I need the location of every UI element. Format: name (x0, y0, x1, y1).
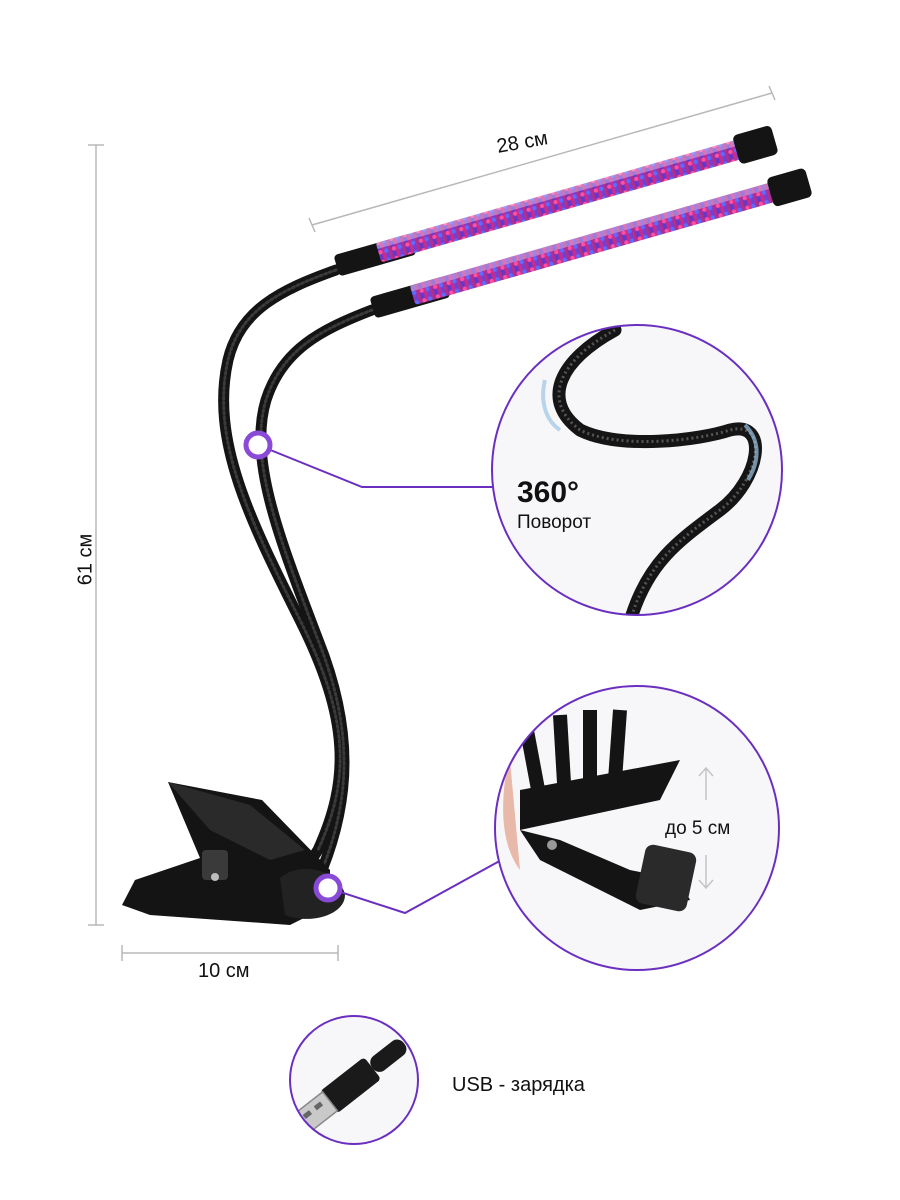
dimension-line-top (311, 92, 773, 226)
led-tube-2 (370, 168, 812, 318)
clip-base (122, 782, 345, 925)
gooseneck-arm-2 (255, 304, 378, 876)
rotation-detail-circle (491, 324, 783, 616)
gooseneck-arms (218, 264, 378, 896)
clip-gap-dimension (698, 766, 714, 890)
rotation-caption: Поворот (517, 512, 592, 533)
callout-connectors (257, 444, 506, 915)
dimension-label-base-width: 10 см (198, 960, 250, 982)
rotation-degrees-label: 360° (517, 476, 580, 509)
callout-marker-clip (313, 873, 343, 903)
usb-detail-circle (289, 1015, 419, 1145)
dimension-lines (88, 85, 776, 961)
callout-marker-rotation (243, 430, 273, 460)
led-tube-1 (334, 126, 778, 276)
clip-detail-circle (494, 685, 780, 971)
clip-opening-label: до 5 см (665, 818, 731, 839)
led-tube-1-end-cap (733, 126, 778, 164)
dimension-label-total-height: 61 см (74, 533, 97, 586)
led-tube-2-end-cap (767, 168, 812, 207)
usb-power-label: USB - зарядка (452, 1074, 585, 1096)
